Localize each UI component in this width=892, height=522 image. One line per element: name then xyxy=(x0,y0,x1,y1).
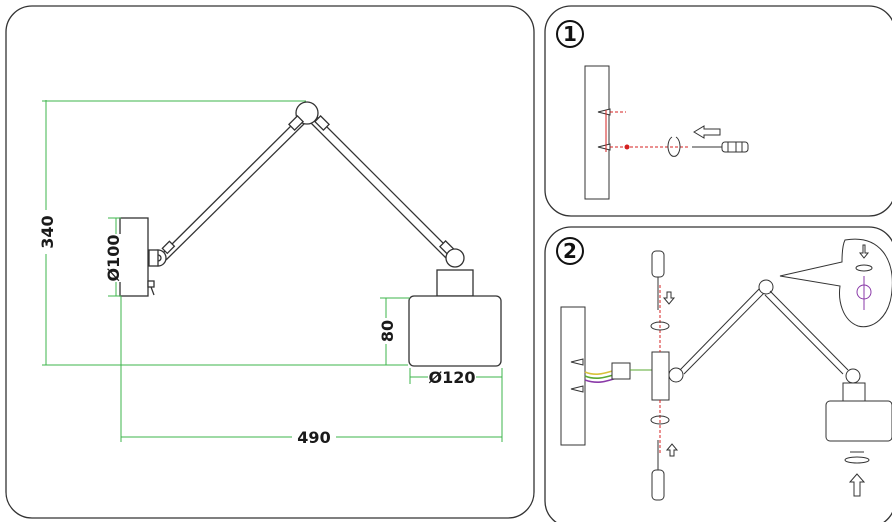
shade-joint xyxy=(445,248,465,268)
top-joint xyxy=(758,279,774,295)
lamp-dimension-drawing xyxy=(119,101,502,367)
step-2-panel xyxy=(544,226,892,522)
shade-joint xyxy=(845,368,861,384)
step-2-illustration xyxy=(560,238,892,501)
wall xyxy=(560,306,586,446)
reach-label: 490 xyxy=(297,428,330,447)
step-2-badge: 2 xyxy=(556,237,584,265)
wall xyxy=(584,65,610,200)
push-arrow-icon xyxy=(848,473,866,497)
shade xyxy=(408,295,502,367)
dimension-labels: 340 Ø100 80 Ø120 490 xyxy=(36,210,476,447)
detail-screw-icon xyxy=(855,244,873,310)
dimension-panel xyxy=(5,5,535,519)
base-diameter-label: Ø100 xyxy=(104,235,123,282)
detail-callout xyxy=(779,238,892,328)
wall-base xyxy=(119,217,149,297)
shade xyxy=(825,400,892,442)
push-arrow-icon xyxy=(693,125,721,139)
screwdriver-icon xyxy=(651,250,676,310)
screwdriver-icon xyxy=(692,141,749,153)
shoulder-joint xyxy=(668,367,684,383)
upper-arm-a xyxy=(311,111,459,259)
shade-diameter-label: Ø120 xyxy=(429,368,476,387)
upper-arm-b xyxy=(305,117,452,264)
step-2-number: 2 xyxy=(563,239,577,263)
step-1-panel xyxy=(544,5,892,217)
top-joint xyxy=(295,101,319,125)
terminal-block xyxy=(611,362,631,380)
step-1-illustration xyxy=(584,65,749,200)
shade-height-label: 80 xyxy=(378,320,397,342)
lower-arm-a xyxy=(161,113,304,255)
bulb-ring xyxy=(844,456,870,464)
shade-top xyxy=(436,269,474,297)
step-1-number: 1 xyxy=(563,22,577,46)
lower-arm-b xyxy=(165,119,309,261)
switch xyxy=(147,280,155,288)
rotate-arrow-icon xyxy=(667,136,681,157)
step-1-badge: 1 xyxy=(556,20,584,48)
canopy xyxy=(651,351,670,401)
screwdriver-icon xyxy=(651,440,679,501)
height-label: 340 xyxy=(38,215,57,248)
